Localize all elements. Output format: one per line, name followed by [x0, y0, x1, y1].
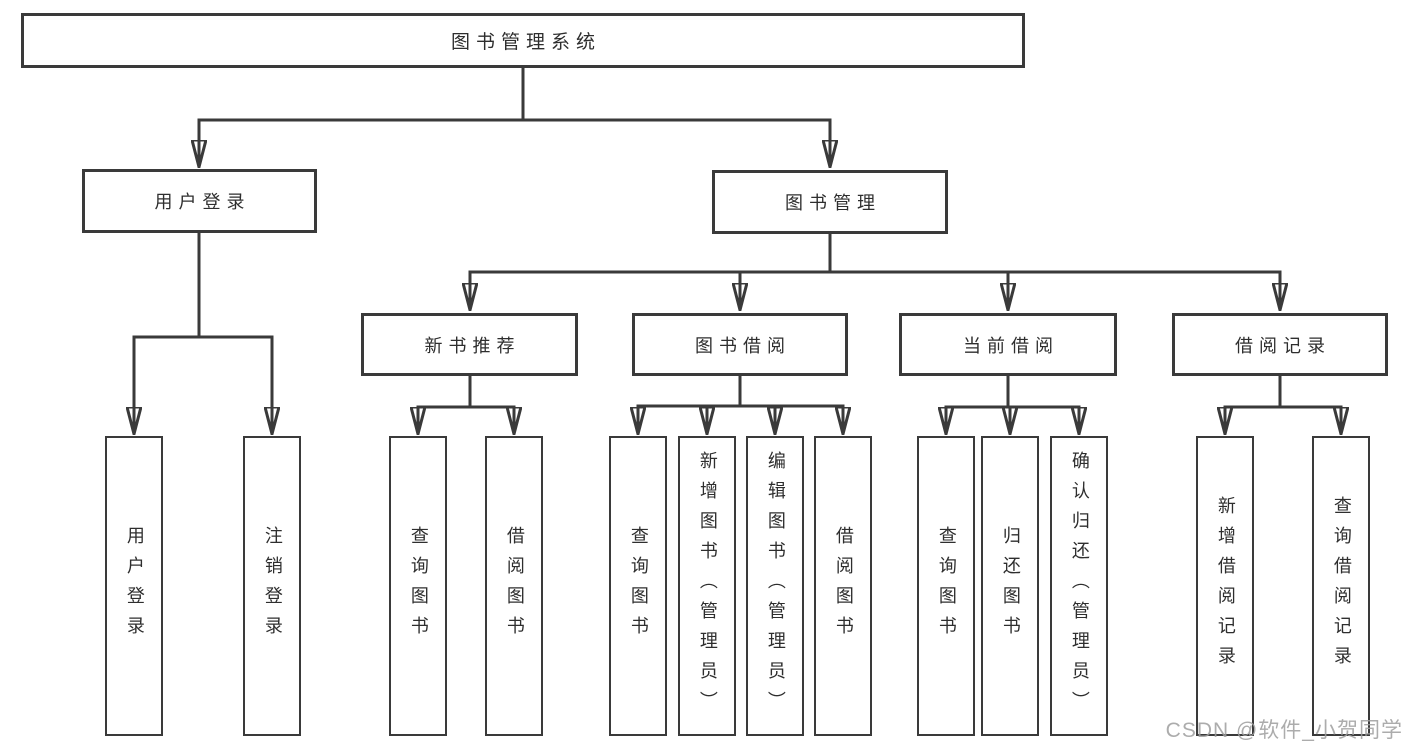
leaf-borrow-borrow-book: 借阅图书	[814, 436, 872, 736]
node-current-borrow: 当前借阅	[899, 313, 1117, 376]
leaf-current-confirm-return-label: 确认归还（管理员）	[1069, 451, 1090, 721]
node-book-borrow-label: 图书借阅	[695, 335, 791, 356]
node-new-book-recommend-label: 新书推荐	[424, 335, 521, 356]
csdn-watermark: CSDN @软件_小贺同学	[1165, 719, 1403, 742]
leaf-current-query-book-label: 查询图书	[936, 526, 957, 646]
leaf-recommend-query-book-label: 查询图书	[408, 526, 429, 646]
node-book-management-label: 图书管理	[785, 193, 881, 213]
leaf-current-return-book-label: 归还图书	[1000, 526, 1021, 646]
leaf-borrow-borrow-book-label: 借阅图书	[833, 526, 854, 646]
node-borrow-record-label: 借阅记录	[1235, 335, 1331, 356]
node-book-management: 图书管理	[712, 170, 948, 234]
node-borrow-record: 借阅记录	[1172, 313, 1388, 376]
node-root-label: 图书管理系统	[450, 32, 601, 53]
leaf-borrow-edit-book-label: 编辑图书（管理员）	[765, 451, 786, 721]
node-root: 图书管理系统	[21, 13, 1025, 68]
leaf-recommend-query-book: 查询图书	[389, 436, 447, 736]
leaf-user-login: 用户登录	[105, 436, 163, 736]
node-book-borrow: 图书借阅	[632, 313, 848, 376]
leaf-logout-label: 注销登录	[262, 526, 283, 646]
node-new-book-recommend: 新书推荐	[361, 313, 578, 376]
leaf-borrow-query-book-label: 查询图书	[628, 526, 649, 646]
leaf-record-add-record: 新增借阅记录	[1196, 436, 1254, 736]
leaf-recommend-borrow-book: 借阅图书	[485, 436, 543, 736]
leaf-current-return-book: 归还图书	[981, 436, 1039, 736]
node-user-login: 用户登录	[82, 169, 317, 233]
leaf-logout: 注销登录	[243, 436, 301, 736]
leaf-borrow-add-book: 新增图书（管理员）	[678, 436, 736, 736]
leaf-record-query-record-label: 查询借阅记录	[1331, 496, 1352, 676]
node-current-borrow-label: 当前借阅	[963, 335, 1059, 356]
leaf-current-query-book: 查询图书	[917, 436, 975, 736]
leaf-borrow-add-book-label: 新增图书（管理员）	[697, 451, 718, 721]
leaf-borrow-edit-book: 编辑图书（管理员）	[746, 436, 804, 736]
leaf-record-query-record: 查询借阅记录	[1312, 436, 1370, 736]
leaf-borrow-query-book: 查询图书	[609, 436, 667, 736]
leaf-record-add-record-label: 新增借阅记录	[1215, 496, 1236, 676]
node-user-login-label: 用户登录	[154, 192, 251, 212]
leaf-recommend-borrow-book-label: 借阅图书	[504, 526, 525, 646]
leaf-current-confirm-return: 确认归还（管理员）	[1050, 436, 1108, 736]
leaf-user-login-label: 用户登录	[124, 526, 145, 646]
